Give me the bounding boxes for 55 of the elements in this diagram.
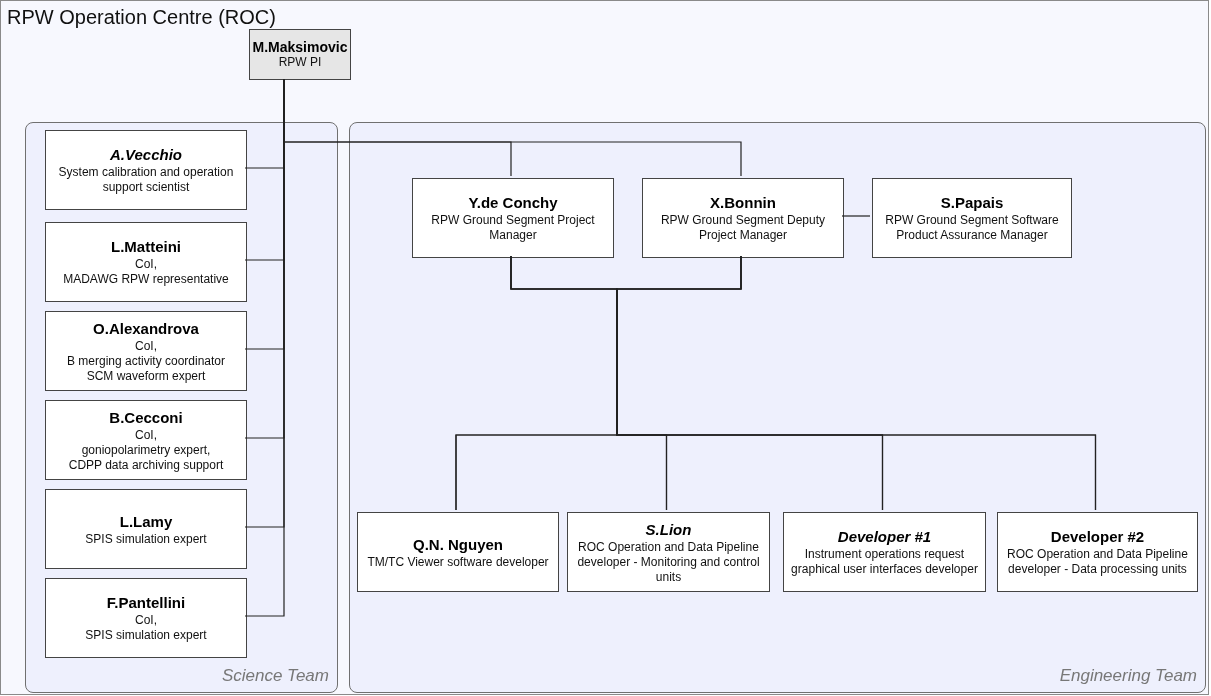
- person-name: Y.de Conchy: [468, 193, 558, 213]
- team-panel: [349, 122, 1206, 693]
- role-text: ROC Operation and Data Pipeline developer - Monitoring and control units: [576, 539, 761, 585]
- panel-title: Engineering Team: [1059, 664, 1197, 687]
- connector-line: [616, 255, 1097, 511]
- person-name: Q.N. Nguyen: [413, 534, 503, 555]
- person-box: [45, 130, 247, 210]
- person-name: L.Lamy: [119, 511, 173, 532]
- person-name: F.Pantellini: [106, 593, 186, 613]
- person-box: [249, 29, 351, 80]
- role-text: B merging activity coordinator: [66, 353, 226, 369]
- person-name: B.Cecconi: [109, 407, 183, 428]
- panel-title: Science Team: [221, 664, 329, 687]
- person-name: A.Vecchio: [110, 145, 182, 165]
- person-box: [783, 512, 986, 592]
- person-box: [567, 512, 770, 592]
- person-name: S.Papais: [940, 193, 1004, 213]
- role-text: SPIS simulation expert: [85, 628, 207, 643]
- person-name: X.Bonnin: [710, 193, 776, 213]
- role-text: RPW PI: [278, 55, 322, 70]
- role-text: SPIS simulation expert: [85, 531, 207, 547]
- role-text: TM/TC Viewer software developer: [367, 554, 549, 570]
- role-text: CoI,: [135, 427, 157, 443]
- role-text: CoI,: [135, 338, 157, 354]
- role-text: goniopolarimetry expert,: [81, 442, 211, 458]
- person-box: [45, 222, 247, 302]
- person-name: M.Maksimovic: [252, 39, 348, 55]
- person-name: O.Alexandrova: [93, 318, 199, 339]
- person-name: Developer #2: [1050, 527, 1145, 547]
- role-text: CDPP data archiving support: [68, 457, 224, 473]
- person-name: S.Lion: [645, 519, 692, 540]
- person-box: [872, 178, 1072, 258]
- connector-line: [841, 215, 871, 217]
- role-text: System calibration and operation support scientist: [57, 165, 235, 195]
- person-box: [45, 400, 247, 480]
- person-name: L.Matteini: [111, 237, 181, 257]
- person-box: [357, 512, 559, 592]
- role-text: MADAWG RPW representative: [63, 272, 229, 287]
- person-box: [45, 578, 247, 658]
- person-box: [45, 311, 247, 391]
- role-text: RPW Ground Segment Deputy Project Manager: [659, 213, 827, 243]
- role-text: SCM waveform expert: [86, 368, 206, 384]
- person-box: [642, 178, 844, 258]
- role-text: RPW Ground Segment Project Manager: [430, 213, 596, 243]
- person-name: Developer #1: [837, 527, 932, 547]
- role-text: Instrument operations request graphical user interfaces developer: [790, 547, 979, 577]
- role-text: CoI,: [135, 257, 157, 272]
- person-box: [45, 489, 247, 569]
- person-box: [997, 512, 1198, 592]
- role-text: RPW Ground Segment Software Product Assurance Manager: [884, 213, 1060, 243]
- role-text: ROC Operation and Data Pipeline developer - Data processing units: [1006, 547, 1189, 577]
- team-panel: [25, 122, 338, 693]
- person-box: [412, 178, 614, 258]
- panel-title: RPW Operation Centre (ROC): [7, 5, 276, 29]
- role-text: CoI,: [135, 613, 157, 628]
